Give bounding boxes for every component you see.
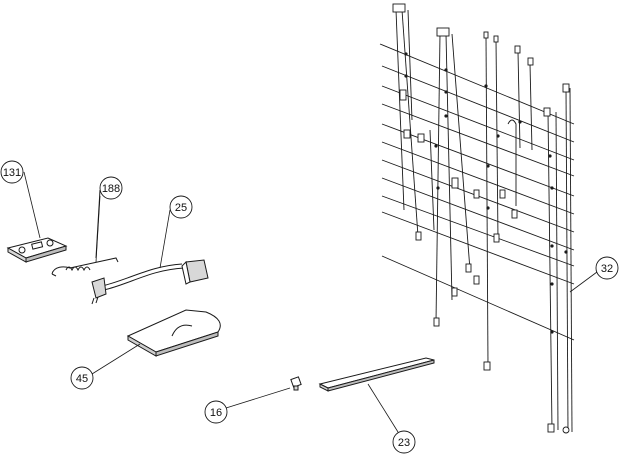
callout-23: 23 <box>367 383 416 454</box>
callout-32-label: 32 <box>601 263 613 275</box>
callout-45: 45 <box>70 343 141 390</box>
vertical-cords <box>395 9 573 433</box>
part-23-bottom-rail <box>318 357 435 392</box>
callout-131-label: 131 <box>3 167 21 179</box>
cord-connectors <box>392 3 570 434</box>
slat-lines <box>379 43 575 341</box>
part-16-clip <box>290 376 302 391</box>
callout-188-label: 188 <box>102 183 120 195</box>
callout-32: 32 <box>569 256 619 293</box>
slat-nodes <box>404 52 568 334</box>
callout-25-label: 25 <box>175 202 187 214</box>
part-45-cover-pad <box>126 309 221 357</box>
callout-188: 188 <box>95 176 123 263</box>
part-25-power-cord <box>91 259 209 305</box>
callout-16-label: 16 <box>210 407 222 419</box>
callout-23-label: 23 <box>398 437 410 449</box>
callout-45-label: 45 <box>76 373 88 385</box>
part-32-blind-assembly <box>379 3 575 434</box>
part-131-control-unit <box>6 237 68 263</box>
callout-16: 16 <box>204 387 291 424</box>
callout-25: 25 <box>159 195 193 269</box>
part-188-spring-hook <box>51 189 119 277</box>
callout-131: 131 <box>0 160 41 239</box>
